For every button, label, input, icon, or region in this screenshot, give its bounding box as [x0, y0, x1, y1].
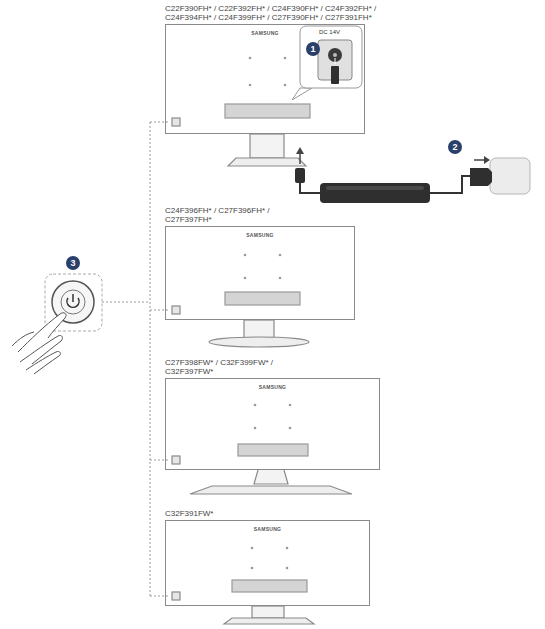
monitor-body: C32F391FW*SAMSUNG: [165, 520, 370, 606]
monitor-body: C22F390FH* / C22F392FH* / C24F390FH* / C…: [165, 24, 365, 134]
brand-logo: SAMSUNG: [166, 232, 354, 238]
callout-number: 1: [306, 42, 320, 56]
model-heading: C24F396FH* / C27F396FH* / C27F397FH*: [165, 206, 305, 224]
callout-number: 3: [66, 256, 80, 270]
model-heading: C27F398FW* / C32F399FW* / C32F397FW*: [165, 358, 305, 376]
model-heading: C32F391FW*: [165, 509, 305, 518]
monitor-body: C27F398FW* / C32F399FW* / C32F397FW*SAMS…: [165, 378, 380, 470]
model-heading: C22F390FH* / C22F392FH* / C24F390FH* / C…: [165, 4, 405, 22]
port-label: DC 14V: [318, 29, 341, 36]
callout-number: 2: [448, 140, 462, 154]
brand-logo: SAMSUNG: [166, 526, 369, 532]
brand-logo: SAMSUNG: [166, 384, 379, 390]
monitor-body: C24F396FH* / C27F396FH* / C27F397FH*SAMS…: [165, 226, 355, 320]
